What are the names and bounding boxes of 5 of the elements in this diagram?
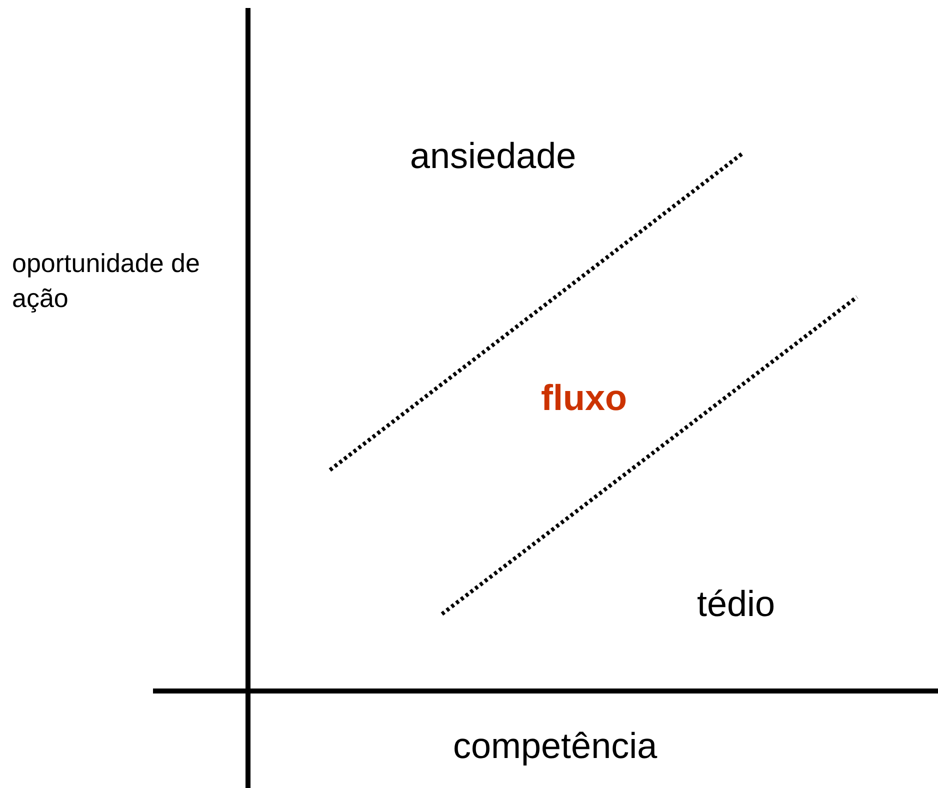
axis-title: oportunidade de ação xyxy=(12,247,201,316)
region-label: tédio xyxy=(697,582,776,626)
axis-title: competência xyxy=(453,724,658,768)
region-label: ansiedade xyxy=(410,134,576,178)
region-label: fluxo xyxy=(541,376,627,420)
